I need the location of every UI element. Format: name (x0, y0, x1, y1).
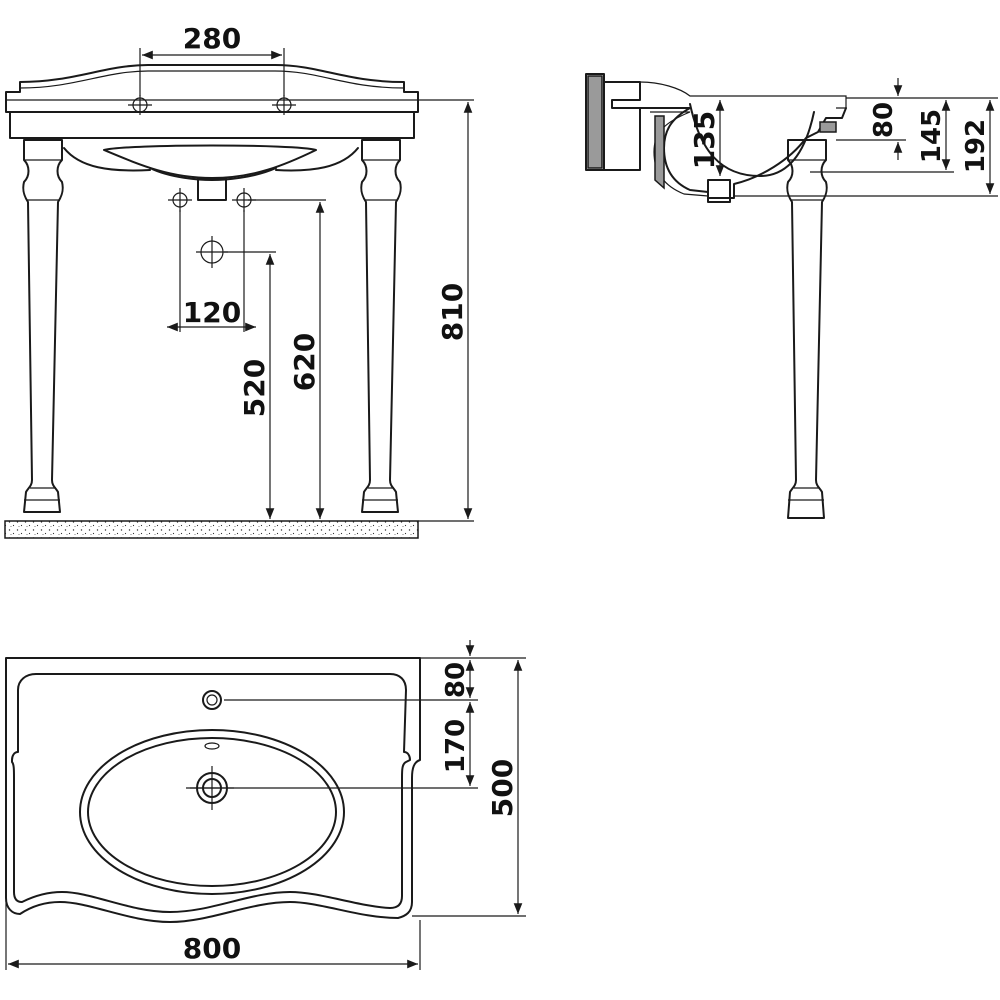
leg-left (22, 139, 64, 513)
dim-label-80-plan: 80 (441, 662, 471, 698)
dim-supply-height: 520 (224, 251, 276, 519)
dim-label-520: 520 (238, 359, 271, 417)
dim-bowl-inner-depth: 135 (688, 100, 725, 176)
tap-hole-right (272, 95, 296, 115)
plan-outline (4, 657, 421, 923)
dim-overall-depth: 192 (734, 97, 998, 197)
plan-bowl-inner (87, 737, 337, 887)
leg-side (786, 139, 828, 519)
dim-label-280: 280 (183, 22, 241, 55)
dim-label-620: 620 (288, 333, 321, 391)
side-waste-outlet (707, 179, 731, 203)
dim-depth: 500 (412, 657, 526, 917)
tap-hole-left (128, 95, 152, 115)
leg-right (360, 139, 402, 513)
dim-rim-depth: 80 (836, 78, 906, 160)
dim-label-135: 135 (688, 111, 721, 169)
supply-point (196, 236, 228, 268)
dim-tap-spacing: 280 (139, 22, 285, 96)
plan-tap-hole (202, 690, 222, 710)
dim-label-810: 810 (436, 283, 469, 341)
overflow-icon (204, 742, 220, 750)
dim-waste-spacing: 120 (167, 210, 256, 332)
dim-label-80-side: 80 (869, 102, 899, 138)
basin-section-inner (650, 111, 709, 197)
plan-view: 80 170 500 800 (4, 640, 526, 970)
plan-bowl-outer (79, 729, 345, 895)
dim-tap-offset: 80 (224, 640, 478, 701)
waste-outlet (197, 177, 227, 201)
basin-top (5, 64, 419, 113)
waste-point-left (168, 188, 192, 212)
dim-label-500: 500 (486, 759, 519, 817)
dim-basin-depth: 145 (810, 97, 954, 173)
dim-label-145: 145 (917, 109, 947, 163)
floor-strip (4, 520, 419, 539)
basin-bowl (103, 144, 317, 179)
side-view: 135 80 145 192 (585, 73, 998, 519)
dim-width: 800 (5, 900, 421, 970)
dim-drain-offset: 170 (186, 702, 478, 789)
backsplash-section (603, 81, 641, 171)
dim-waste-height: 620 (248, 199, 326, 519)
dim-total-height: 810 (418, 99, 474, 522)
dim-label-800: 800 (183, 932, 241, 965)
front-view: 280 120 620 520 810 (4, 22, 474, 539)
bowl-inner (689, 103, 815, 177)
dim-label-170: 170 (441, 719, 471, 773)
dim-label-192: 192 (961, 119, 991, 173)
plan-rim (11, 673, 411, 913)
basin-section (639, 107, 847, 199)
basin-apron (9, 111, 415, 139)
dim-label-120: 120 (183, 296, 241, 329)
